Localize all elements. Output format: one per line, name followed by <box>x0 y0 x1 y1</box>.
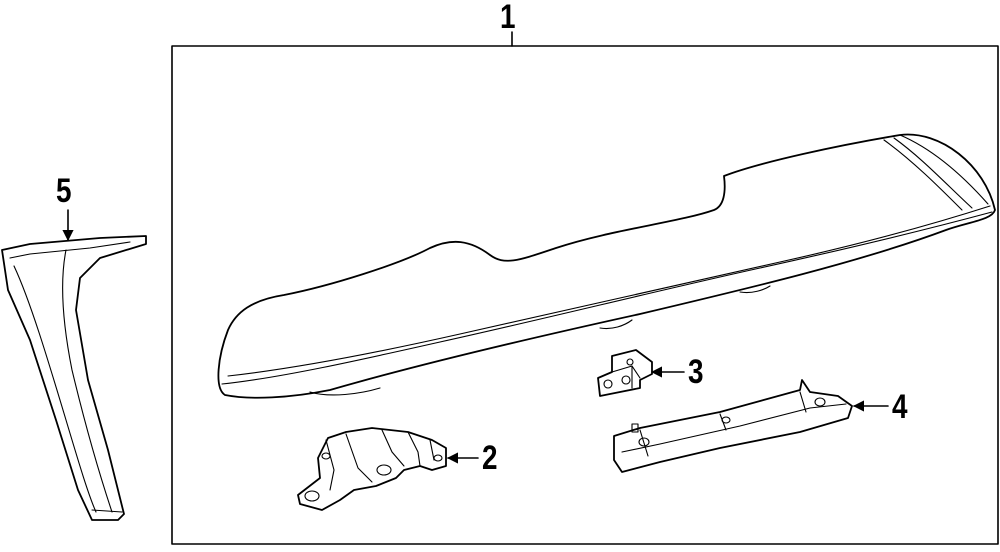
callout-5-label: 5 <box>56 172 72 210</box>
callout-2-label: 2 <box>482 439 498 477</box>
callout-1-label: 1 <box>500 0 516 36</box>
callout-3-label: 3 <box>688 353 704 391</box>
callout-4-label: 4 <box>892 388 908 426</box>
bracket-4-part[interactable] <box>613 379 853 473</box>
bracket-3-part[interactable] <box>597 349 653 397</box>
trim-5-part[interactable] <box>1 235 147 521</box>
spoiler-part[interactable] <box>217 133 996 399</box>
assembly-frame <box>171 45 999 545</box>
bracket-2-part[interactable] <box>297 427 447 511</box>
